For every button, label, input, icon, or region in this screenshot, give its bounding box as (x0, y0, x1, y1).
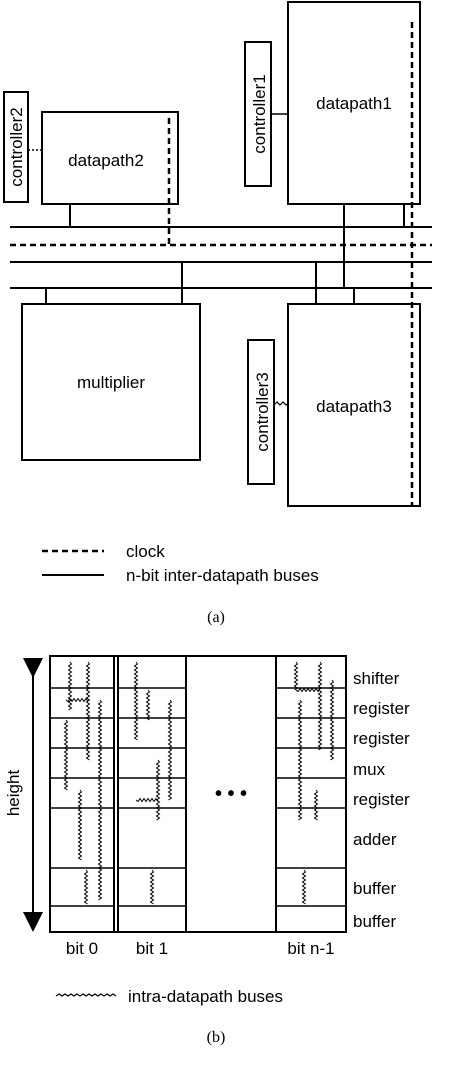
caption-b: (b) (207, 1029, 226, 1046)
intra-bus-segment (297, 699, 303, 821)
controller2-label: controller2 (7, 107, 26, 186)
intra-bus-segment (67, 661, 73, 711)
row-separators (50, 687, 346, 907)
part-a: datapath1 datapath2 multiplier datapath3… (3, 1, 432, 626)
caption-a: (a) (207, 609, 225, 626)
row-label-register-1: register (353, 699, 410, 718)
column-label-bit-n-1: bit n-1 (287, 939, 334, 958)
intra-bus-segment (313, 789, 319, 821)
row-label-adder: adder (353, 830, 397, 849)
controller3-link (273, 401, 289, 406)
intra-bus-segment (133, 661, 139, 741)
intra-bus-segment (167, 699, 173, 801)
legend-intra-bus-label: intra-datapath buses (128, 987, 283, 1006)
controller2-box (3, 91, 29, 203)
controller1-label: controller1 (250, 74, 269, 153)
intra-bus-segment (295, 687, 321, 693)
legend-clock-label: clock (126, 542, 165, 561)
controller3-label: controller3 (253, 372, 272, 451)
intra-bus-segment (301, 869, 307, 905)
bit-0-column (49, 655, 115, 933)
intra-bus-segment (135, 797, 159, 803)
multiplier-label: multiplier (77, 373, 145, 392)
part-b: height • • • shifter register register m… (4, 655, 410, 1046)
intra-bus-segment (63, 719, 69, 791)
datapath2-label: datapath2 (68, 151, 144, 170)
intra-bus-segment (149, 869, 155, 905)
row-label-buffer-1: buffer (353, 879, 397, 898)
intra-datapath-buses (63, 661, 335, 905)
intra-bus-segment (317, 661, 323, 751)
row-label-register-3: register (353, 790, 410, 809)
legend-intra-bus-swatch (55, 993, 117, 997)
bit-1-column (117, 655, 187, 933)
datapath2-block (41, 111, 179, 205)
row-label-buffer-2: buffer (353, 912, 397, 931)
controller3-box (247, 339, 275, 485)
intra-bus-segment (329, 679, 335, 761)
intra-bus-segment (85, 661, 91, 761)
legend-bus-label: n-bit inter-datapath buses (126, 566, 319, 585)
intra-bus-segment (83, 869, 89, 905)
intra-bus-segment (65, 697, 89, 703)
intra-bus-segment (293, 661, 299, 691)
intra-bus-segment (155, 759, 161, 821)
multiplier-block (21, 303, 201, 461)
datapath3-block (287, 303, 421, 507)
column-label-bit-1: bit 1 (136, 939, 168, 958)
column-label-bit-0: bit 0 (66, 939, 98, 958)
controller1-box (244, 41, 272, 187)
row-label-mux: mux (353, 760, 386, 779)
intra-bus-segment (145, 689, 151, 721)
row-label-register-2: register (353, 729, 410, 748)
datapath1-block (287, 1, 421, 205)
datapath1-label: datapath1 (316, 94, 392, 113)
bit-n-1-column (275, 655, 347, 933)
intra-bus-segment (97, 699, 103, 901)
intra-bus-segment (77, 789, 83, 861)
row-label-shifter: shifter (353, 669, 400, 688)
datapath3-label: datapath3 (316, 397, 392, 416)
ellipsis: • • • (215, 783, 247, 805)
height-axis-label: height (4, 770, 23, 817)
